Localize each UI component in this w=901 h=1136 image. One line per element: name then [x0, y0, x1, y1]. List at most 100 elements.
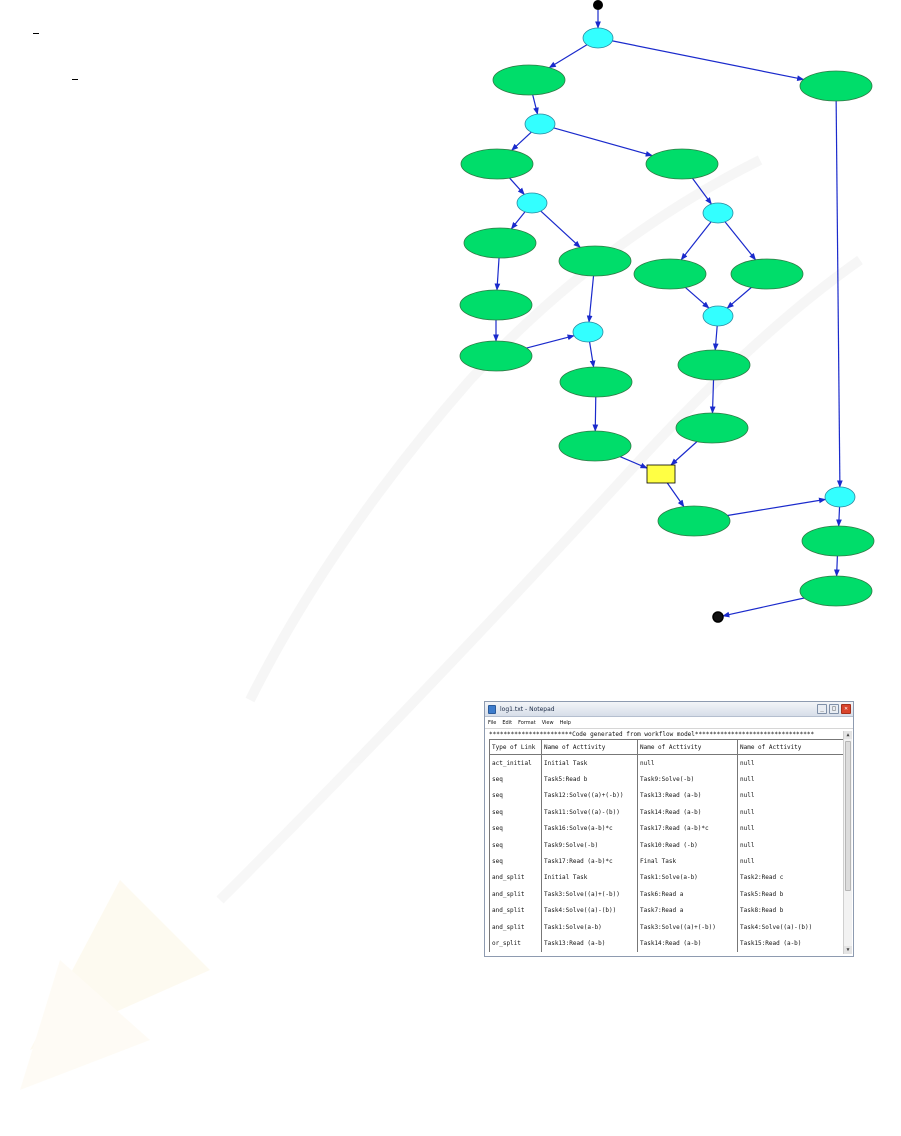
edge-t12-t14	[592, 396, 599, 432]
table-cell: Task5:Read b	[737, 886, 837, 903]
table-cell: Task12:Solve((a)+(-b))	[541, 787, 637, 805]
edges-layer	[493, 10, 843, 618]
table-cell: seq	[489, 836, 541, 854]
gateway-node	[516, 192, 548, 214]
menu-view[interactable]: View	[541, 719, 554, 726]
menu-help[interactable]: Help	[559, 719, 571, 726]
edge-t3-g3	[509, 177, 525, 195]
menu-format[interactable]: Format	[518, 719, 536, 726]
task-node	[463, 227, 537, 259]
table-cell: act_initial	[489, 755, 541, 772]
table-cell: Task17:Read (a-b)*c	[637, 820, 737, 837]
notepad-window[interactable]: log1.txt - Notepad _ □ ✕ File Edit Forma…	[484, 701, 854, 957]
header-activity-2: Name of Acttivity	[637, 740, 737, 754]
menu-file[interactable]: File	[488, 719, 497, 726]
nodes-layer	[459, 0, 875, 623]
notepad-text-area[interactable]: ***********************Code generated fr…	[489, 731, 843, 954]
table-cell: null	[737, 804, 837, 821]
edge-t2-g7	[835, 100, 843, 488]
edge-g5-t12	[588, 341, 596, 368]
close-icon[interactable]: ✕	[841, 704, 851, 714]
table-cell: seq	[489, 820, 541, 837]
table-cell: null	[737, 755, 837, 772]
table-cell: null	[737, 787, 837, 805]
scroll-thumb[interactable]	[845, 741, 851, 891]
scroll-down-icon[interactable]: ▼	[844, 946, 852, 954]
table-cell: or_split	[489, 935, 541, 952]
start-node	[593, 0, 603, 10]
edge-g4-t7	[680, 221, 712, 261]
edge-g2-t3	[511, 131, 532, 151]
table-cell: null	[737, 836, 837, 854]
edge-t11-t13	[709, 379, 716, 414]
edge-t15-g7	[727, 497, 827, 517]
edge-t4-g4	[692, 177, 712, 205]
edge-g7-t16	[836, 506, 842, 527]
gateway-node	[582, 27, 614, 49]
table-cell: and_split	[489, 918, 541, 936]
table-cell: Task9:Solve(-b)	[541, 836, 637, 854]
table-cell: Task6:Read a	[637, 886, 737, 903]
table-cell: Initial Task	[541, 755, 637, 772]
edge-t1-g2	[532, 94, 539, 115]
maximize-icon[interactable]: □	[829, 704, 839, 714]
log-table: Type of Link Name of Acttivity Name of A…	[489, 739, 843, 952]
table-cell: Task10:Read (-b)	[637, 836, 737, 854]
header-type-of-link: Type of Link	[489, 740, 541, 754]
header-activity-1: Name of Acttivity	[541, 740, 637, 754]
gateway-node	[702, 305, 734, 327]
table-cell: seq	[489, 804, 541, 821]
task-node	[559, 366, 633, 398]
table-cell: seq	[489, 853, 541, 870]
minimize-icon[interactable]: _	[817, 704, 827, 714]
task-node	[633, 258, 707, 290]
task-node	[460, 148, 534, 180]
table-cell: null	[737, 853, 837, 870]
table-cell: Task11:Solve((a)-(b))	[541, 804, 637, 821]
header-activity-3: Name of Acttivity	[737, 740, 837, 754]
edge-m1-t15	[666, 482, 685, 508]
gateway-node	[524, 113, 556, 135]
table-cell: and_split	[489, 869, 541, 887]
task-node	[730, 258, 804, 290]
table-cell: Task14:Read (a-b)	[637, 935, 737, 952]
task-node	[675, 412, 749, 444]
table-cell: Task13:Read (a-b)	[541, 935, 637, 952]
table-cell: Task15:Read (a-b)	[737, 935, 837, 952]
edge-g4-t8	[724, 221, 757, 261]
table-cell: Final Task	[637, 853, 737, 870]
table-cell: null	[737, 820, 837, 837]
table-cell: seq	[489, 771, 541, 788]
task-node	[459, 340, 533, 372]
vertical-scrollbar[interactable]: ▲ ▼	[843, 731, 852, 954]
edge-t17-end	[722, 597, 805, 618]
notepad-titlebar[interactable]: log1.txt - Notepad _ □ ✕	[485, 702, 853, 717]
table-cell: seq	[489, 787, 541, 805]
edge-t8-g6	[726, 287, 752, 309]
table-cell: and_split	[489, 886, 541, 903]
table-cell: Task7:Read a	[637, 902, 737, 919]
table-cell: Task5:Read b	[541, 771, 637, 788]
edge-t14-m1	[619, 456, 648, 469]
scroll-up-icon[interactable]: ▲	[844, 731, 852, 739]
edge-g6-t11	[712, 325, 719, 351]
menu-edit[interactable]: Edit	[502, 719, 513, 726]
dash-mark-1	[33, 33, 39, 34]
table-cell: null	[737, 771, 837, 788]
banner-line: ***********************Code generated fr…	[489, 731, 815, 738]
notepad-title: log1.txt - Notepad	[500, 705, 555, 713]
table-cell: Task3:Solve((a)+(-b))	[637, 918, 737, 936]
task-node	[645, 148, 719, 180]
table-cell: Task8:Read b	[737, 902, 837, 919]
gateway-node	[824, 486, 856, 508]
edge-t16-t17	[833, 555, 840, 577]
